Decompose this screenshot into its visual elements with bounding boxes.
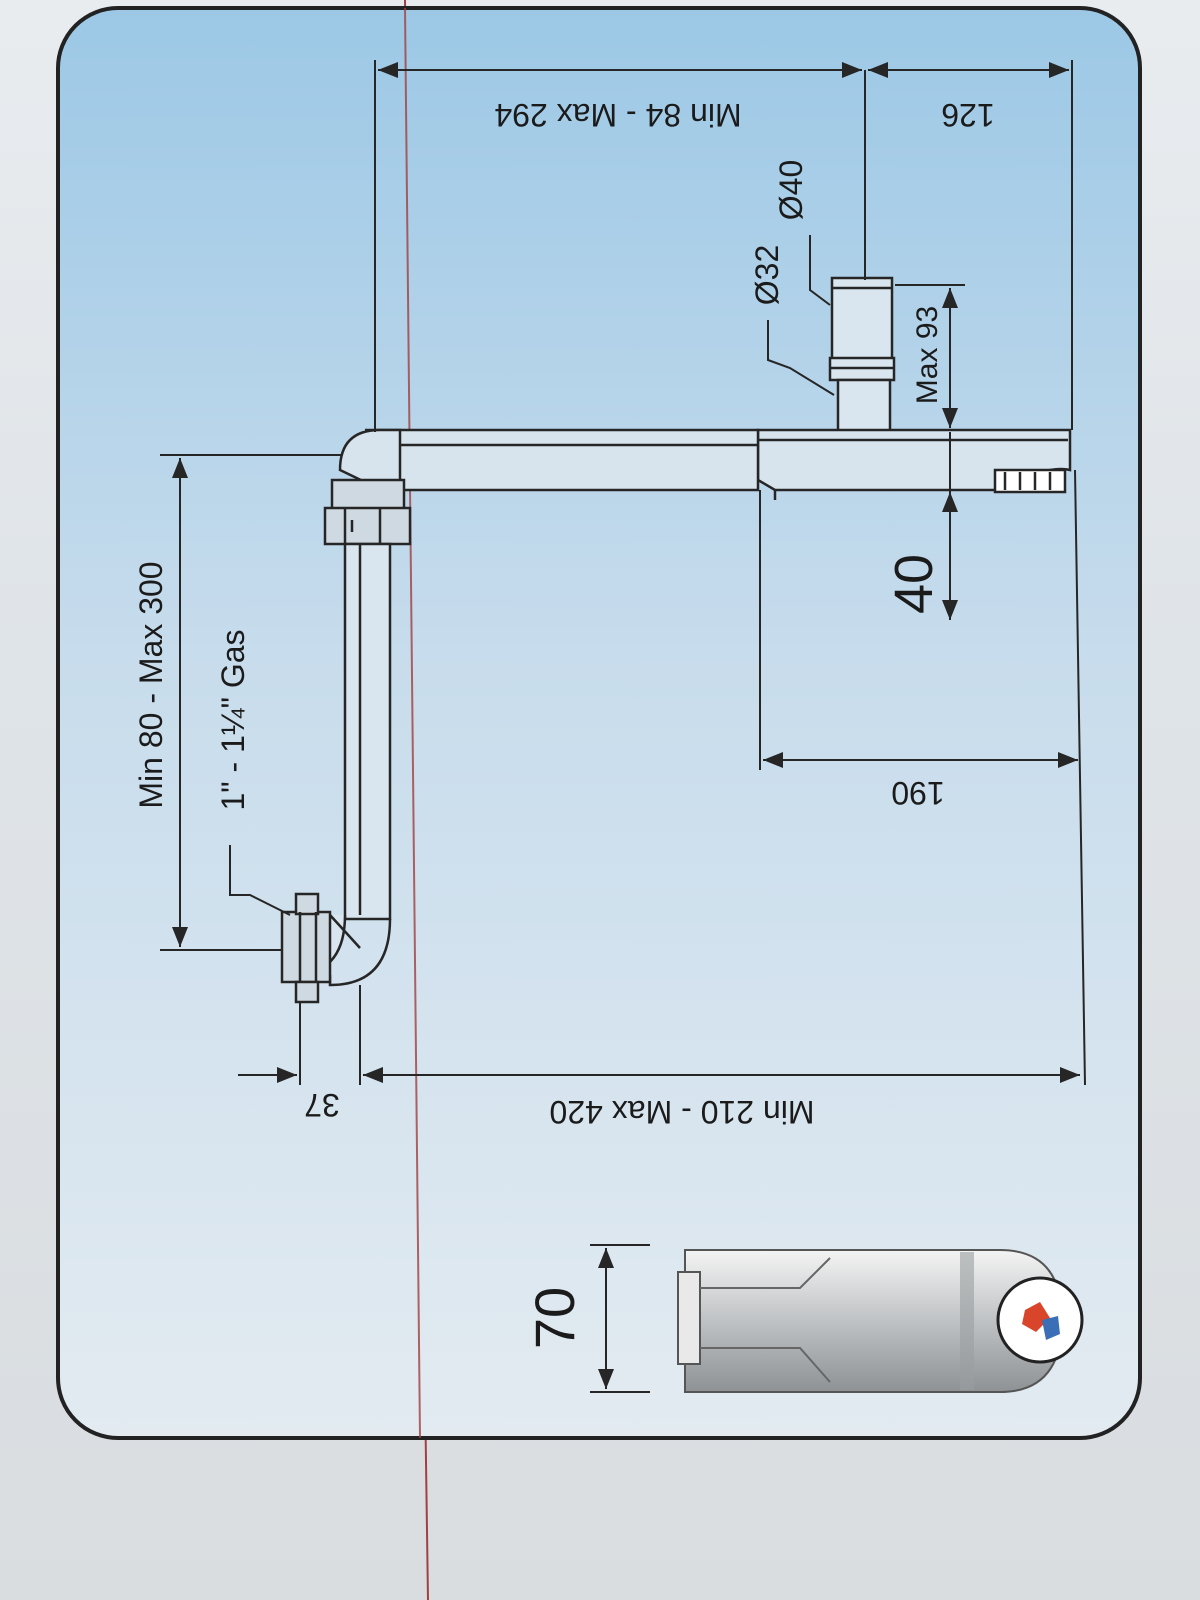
vertical-pipe <box>298 478 412 987</box>
tube-diameter-label: Ø32 <box>749 245 785 305</box>
body-height-label: 40 <box>884 554 944 614</box>
vertical-range-label: Min 80 - Max 300 <box>133 561 169 808</box>
outlet-diameter-label: Ø40 <box>773 160 809 220</box>
inlet-fitting <box>280 892 332 1004</box>
total-length-label: Min 210 - Max 420 <box>549 1094 814 1130</box>
connection-thread-label: 1" - 1¼" Gas <box>215 629 251 810</box>
outlet-stub <box>828 70 896 434</box>
outlet-offset-label: 126 <box>941 97 994 133</box>
outlet-reach-label: Min 84 - Max 294 <box>494 97 741 133</box>
outlet-height-label: Max 93 <box>911 306 944 404</box>
horizontal-pipe <box>338 428 760 492</box>
body-length-label: 190 <box>891 775 944 811</box>
inlet-offset-label: 37 <box>304 1087 340 1123</box>
cap-diameter-label: 70 <box>523 1287 586 1349</box>
valve-body <box>756 428 1072 500</box>
hot-cold-water-logo-icon <box>996 1276 1084 1364</box>
